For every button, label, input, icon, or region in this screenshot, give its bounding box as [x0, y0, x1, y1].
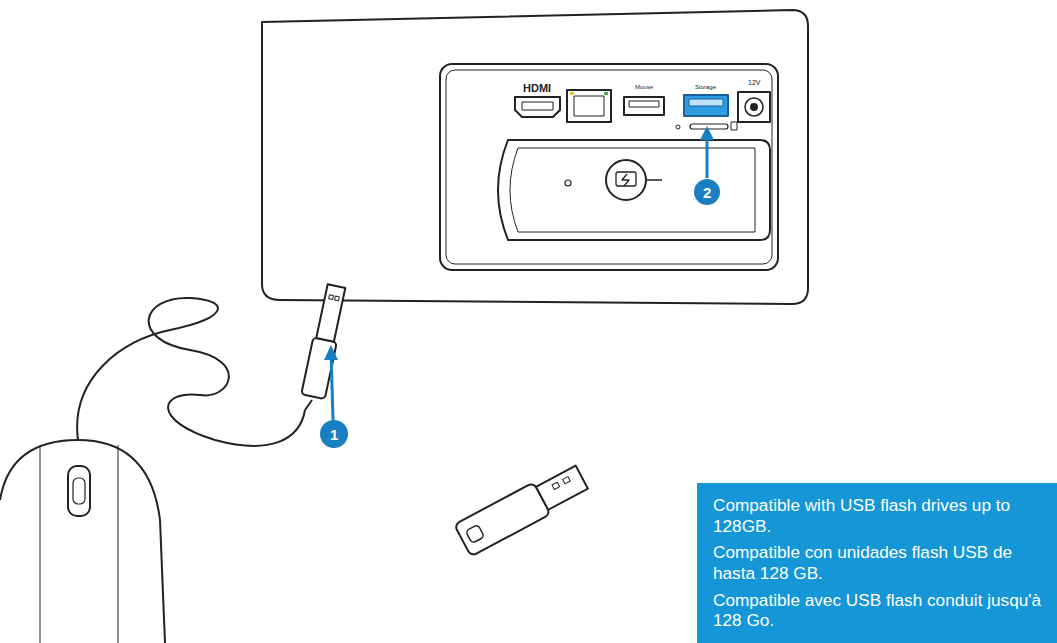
port-label: HDMI [523, 83, 551, 94]
usb-port [624, 97, 664, 115]
ethernet-port [567, 90, 611, 122]
hdmi-port-inner [522, 102, 553, 110]
port-label: Mouse [635, 84, 653, 90]
scroll-wheel [68, 466, 90, 516]
dc-jack [738, 92, 770, 122]
mouse-buttons [40, 445, 118, 643]
ethernet-port-inner [574, 96, 604, 116]
bolt-icon [622, 174, 629, 186]
callout-2 [694, 126, 720, 205]
device-housing [262, 10, 808, 304]
dc-jack-pin [751, 104, 757, 110]
callout-1 [320, 345, 348, 448]
led [570, 92, 574, 95]
module-cover [498, 140, 770, 240]
module-cover-inner [510, 148, 755, 232]
slot [690, 124, 728, 129]
port-panel-inner [446, 70, 772, 264]
usb-port-inner [629, 101, 659, 107]
mouse-body [0, 440, 165, 643]
cap-tab [646, 179, 662, 181]
switch [731, 122, 737, 130]
reset-hole [676, 125, 680, 129]
port-label: Storage [695, 84, 716, 90]
note-text: Compatible con unidades flash USB de has… [713, 542, 1043, 583]
info-panel: Compatible with USB flash drives up to 1… [697, 483, 1057, 643]
note-text: Compatible with USB flash drives up to 1… [713, 495, 1043, 536]
dc-jack-hole [745, 98, 763, 116]
indicator [565, 180, 571, 186]
hdmi-port [515, 97, 560, 117]
cable-strain [305, 400, 312, 410]
port-panel [440, 64, 778, 270]
usb-storage-port [684, 95, 728, 116]
callout-number: 2 [703, 185, 711, 200]
battery-icon [616, 172, 636, 186]
usb-flash-drive [454, 461, 590, 556]
note-text: Compatible avec USB flash conduit jusqu'… [713, 590, 1043, 631]
port-label: 12V [748, 79, 760, 86]
usb-storage-port-inner [689, 99, 723, 106]
usb-plug [301, 284, 348, 400]
led [604, 92, 608, 95]
scroll-wheel-inner [73, 478, 85, 504]
battery-cap [606, 160, 646, 200]
callout-number: 1 [330, 427, 338, 442]
mouse-cable [77, 298, 305, 446]
